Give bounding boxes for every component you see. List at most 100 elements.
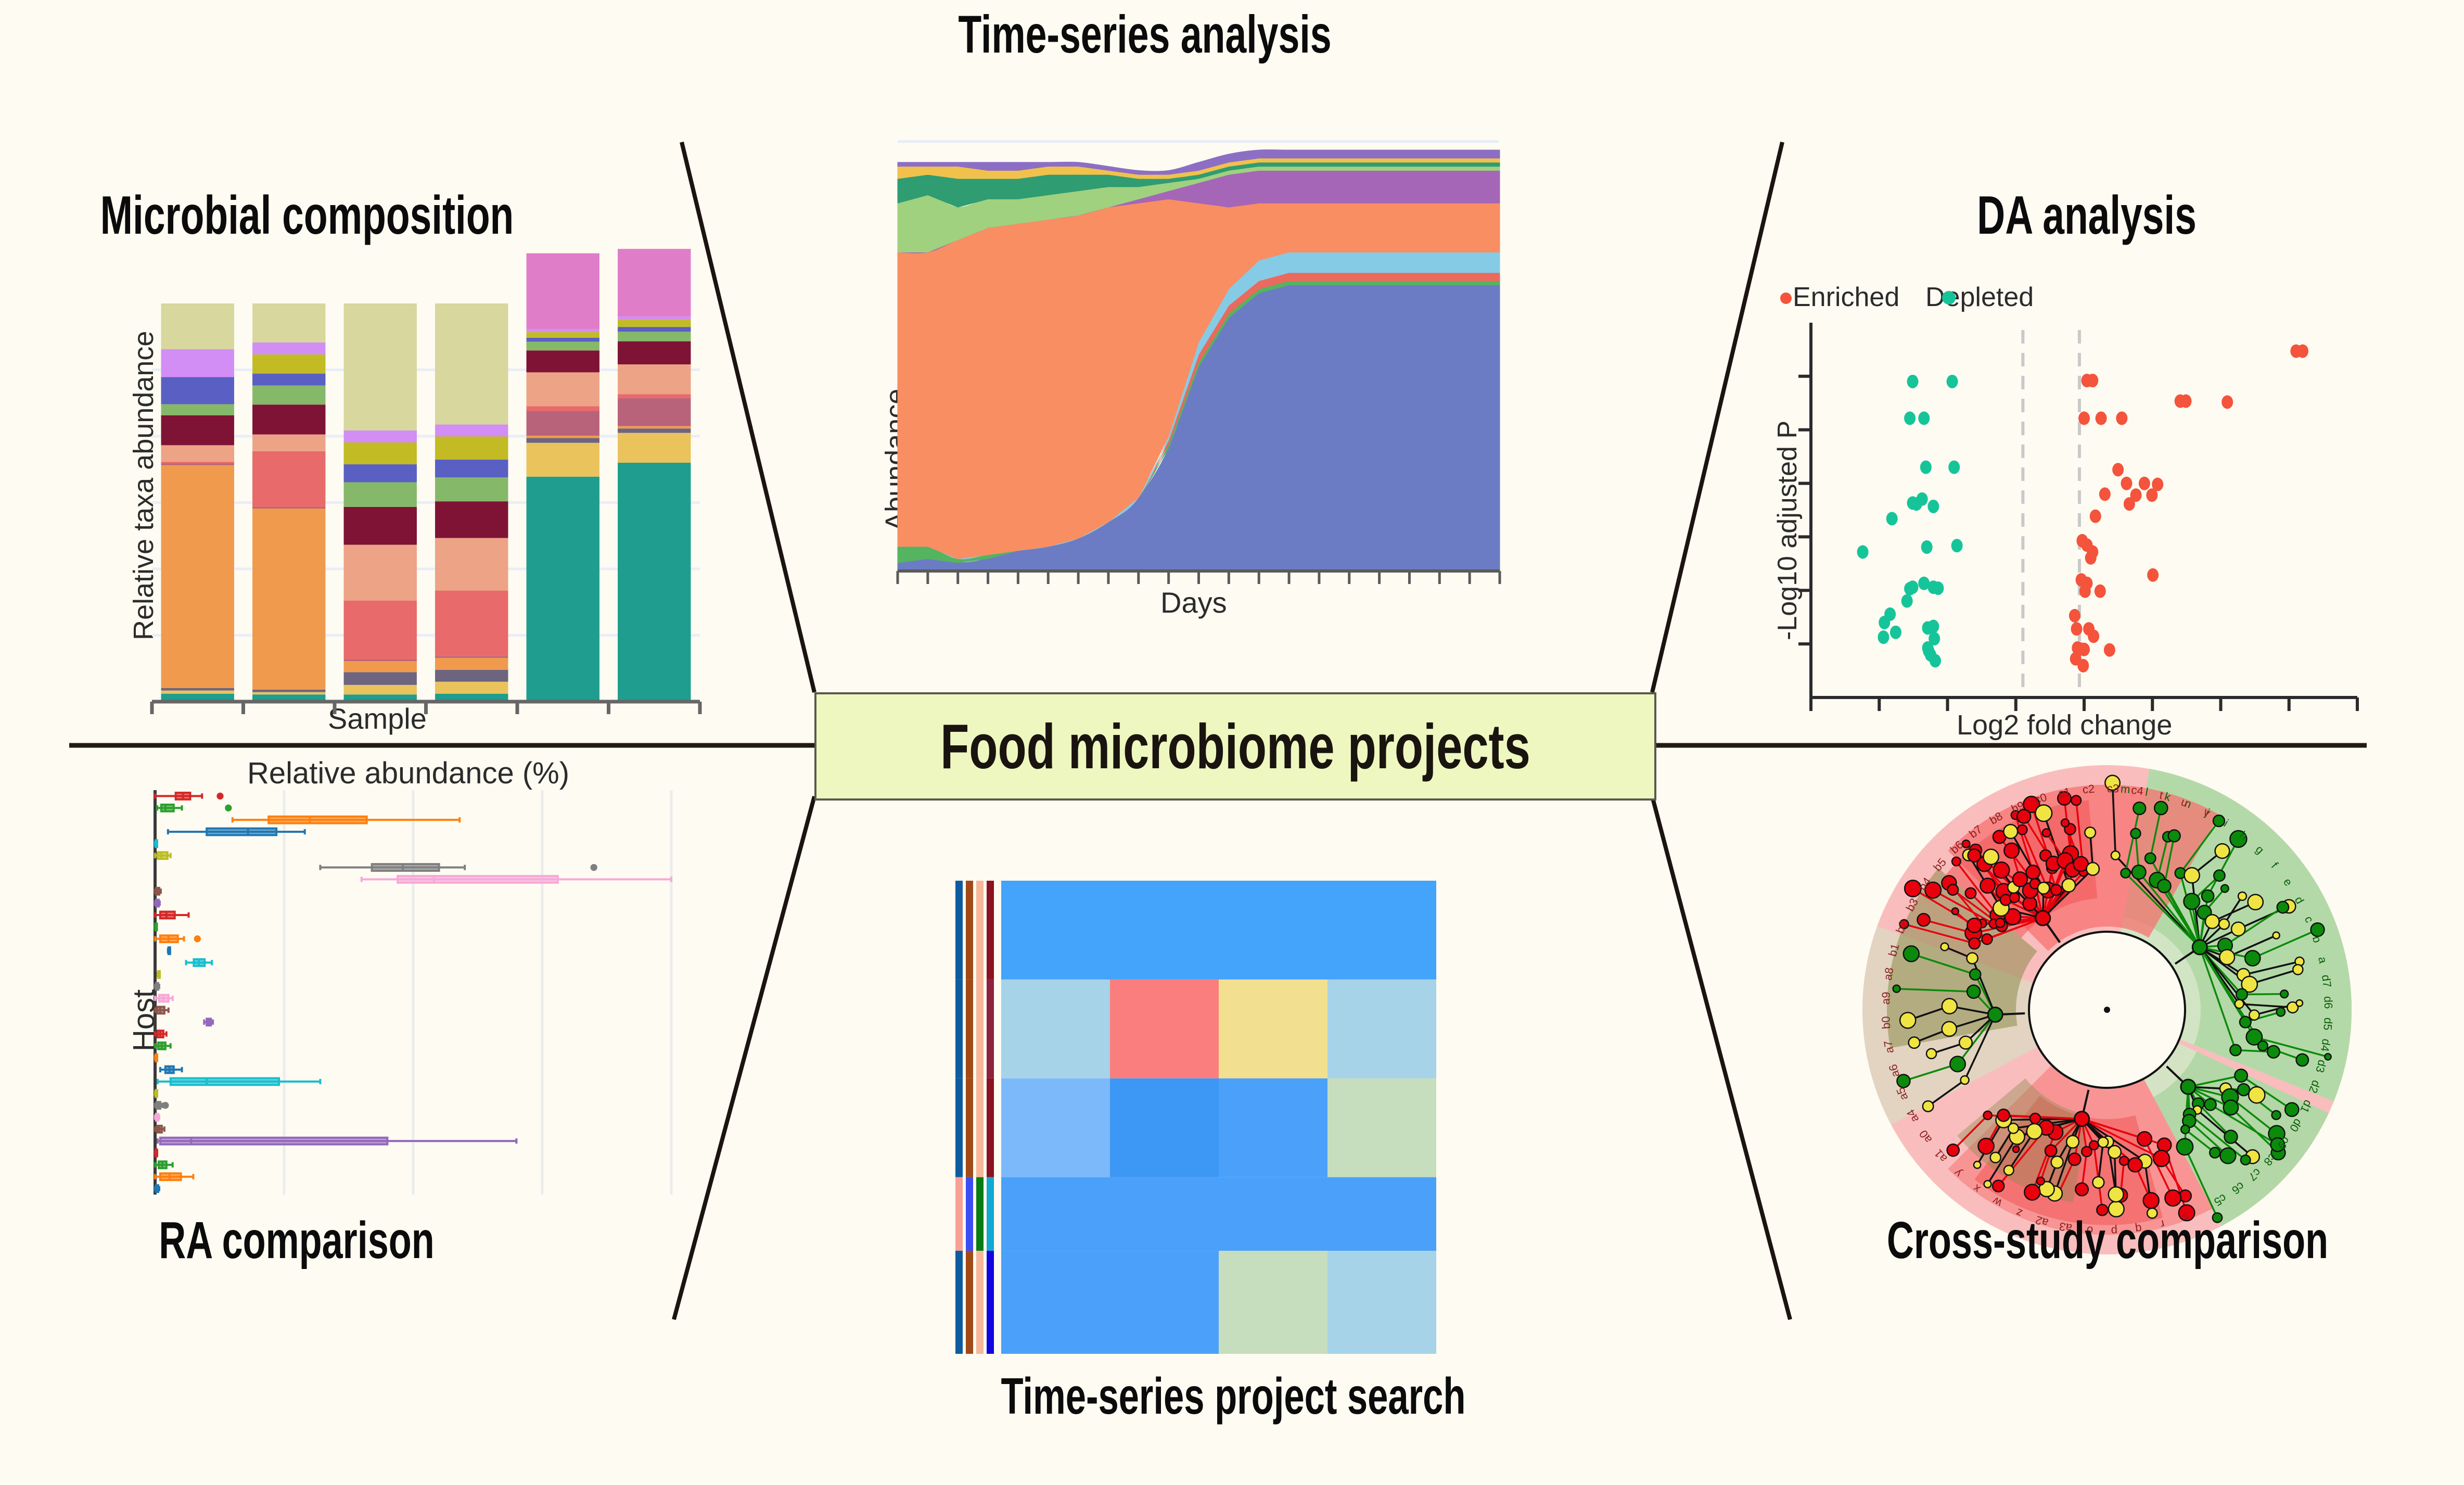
cladogram-node — [1969, 968, 1982, 981]
cladogram-edge — [2179, 820, 2220, 874]
microbial-bar-segment — [526, 411, 599, 436]
cladogram-edge — [2097, 1142, 2104, 1183]
cladogram-sector-label: a9 — [1879, 992, 1893, 1005]
cladogram-node — [2191, 939, 2208, 956]
da-y-ticks — [1798, 374, 1811, 646]
microbial-bar-segment — [618, 433, 691, 463]
panel-title-microbial-composition: Microbial composition — [100, 185, 514, 246]
da-point — [1890, 625, 1901, 639]
cladogram-sector-label: c4 — [2130, 783, 2144, 798]
cladogram-node — [2223, 1099, 2239, 1116]
cladogram-edge — [1987, 1136, 2018, 1185]
heatmap-annotation-cell — [976, 1177, 984, 1251]
cladogram-node — [2237, 1083, 2251, 1097]
cladogram-node — [2050, 884, 2062, 896]
cladogram-edge — [1955, 860, 1999, 916]
microbial-bar-segment — [252, 342, 326, 354]
cladogram-edge — [2252, 929, 2318, 959]
cladogram-edges — [1896, 782, 2328, 1219]
da-point — [1918, 576, 1930, 590]
da-point — [1879, 616, 1891, 629]
heatmap-cell — [1001, 1078, 1110, 1177]
heatmap-annotation-cell — [966, 1251, 973, 1354]
microbial-bar-segment — [526, 253, 599, 329]
ra-outlier — [162, 1101, 169, 1109]
cladogram-edge — [2224, 906, 2283, 946]
da-x-ticks — [1809, 697, 2359, 711]
microbial-bar-segment — [161, 377, 234, 404]
ra-box — [267, 815, 368, 824]
da-point — [2130, 488, 2142, 502]
cladogram-node — [2272, 931, 2280, 940]
cladogram-node — [2156, 1137, 2172, 1153]
cladogram-edge — [2111, 782, 2116, 856]
cladogram-node — [1908, 1036, 1921, 1049]
cladogram-node — [2180, 1124, 2190, 1135]
cladogram-node — [2071, 795, 2082, 806]
microbial-bar-segment — [435, 656, 508, 658]
microbial-bar-segment — [526, 442, 599, 477]
da-point — [2147, 568, 2159, 582]
da-point — [2069, 608, 2080, 623]
microbial-bar-segment — [161, 463, 234, 465]
cladogram-node — [1997, 1108, 2011, 1122]
ra-outlier — [225, 804, 232, 811]
microbial-bar-segment — [161, 465, 234, 688]
da-point — [1929, 654, 1941, 668]
da-point — [2222, 395, 2233, 409]
heatmap-cell — [1001, 1251, 1110, 1354]
cladogram-node — [2183, 893, 2201, 910]
ra-box — [156, 851, 169, 860]
cladogram-node — [2234, 999, 2244, 1009]
cladogram-node — [2249, 1009, 2260, 1021]
axis-label-days: Days — [1160, 586, 1227, 619]
heatmap-cell — [1110, 1177, 1219, 1251]
da-point — [2146, 488, 2158, 502]
cladogram-node — [2067, 1152, 2082, 1166]
cladogram-node — [1973, 1161, 1982, 1169]
da-point — [2103, 643, 2115, 657]
cladogram-node — [2130, 828, 2141, 839]
cladogram-node — [2230, 921, 2246, 937]
time-series-band — [897, 149, 1500, 175]
cladogram-node — [2257, 1040, 2269, 1051]
cladogram-node — [2003, 1164, 2014, 1176]
microbial-bar-segment — [618, 249, 691, 317]
center-callout-box[interactable]: Food microbiome projects — [814, 692, 1656, 801]
cladogram-node — [1904, 879, 1922, 898]
legend-dot-enriched — [1780, 293, 1792, 304]
cladogram-node — [2092, 1176, 2105, 1189]
microbial-bar-segment — [161, 445, 234, 462]
cladogram-node — [2075, 1182, 2089, 1197]
da-scatter-points — [1857, 344, 2308, 672]
panel-title-ra-comparison: RA comparison — [159, 1211, 435, 1270]
microbial-grid — [152, 369, 700, 637]
axis-label-relative-abundance-pct: Relative abundance (%) — [247, 756, 570, 790]
cladogram-node — [1987, 1006, 2003, 1023]
cladogram-node — [2089, 1140, 2099, 1151]
cladogram-node — [2036, 1176, 2046, 1186]
heatmap-cell — [1001, 1177, 1110, 1251]
cladogram-node — [2029, 1112, 2041, 1125]
cladogram-node — [1941, 1021, 1958, 1037]
heatmap-annotation-cell — [976, 1078, 984, 1177]
cladogram-edge — [2021, 829, 2049, 891]
cladogram-node — [2127, 1157, 2143, 1173]
cladogram-node — [2022, 896, 2038, 911]
cladogram-node — [2276, 1007, 2286, 1017]
microbial-bar-segment — [435, 436, 508, 460]
cladogram-node — [2271, 1110, 2281, 1121]
da-point — [2078, 411, 2090, 425]
cladogram-node — [2012, 871, 2028, 887]
axis-label-log2-fold-change: Log2 fold change — [1957, 709, 2173, 741]
cladogram-node — [2037, 881, 2050, 895]
cladogram-node — [2057, 791, 2072, 806]
cladogram-node — [2133, 801, 2147, 816]
cladogram-edge — [2241, 993, 2284, 996]
cladogram-node — [2324, 1052, 2332, 1061]
heatmap-annotation-cell — [955, 1251, 963, 1354]
cladogram-node — [2212, 814, 2226, 828]
cladogram-node — [2295, 1053, 2309, 1067]
